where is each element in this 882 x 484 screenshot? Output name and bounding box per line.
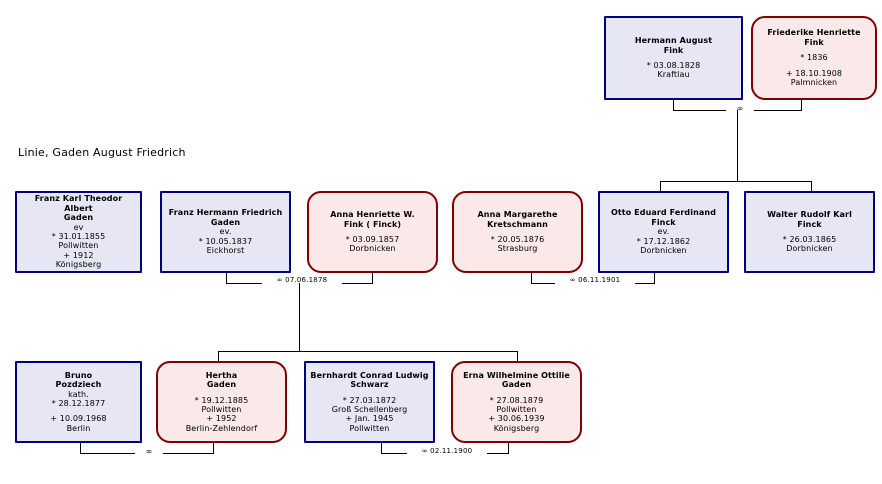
person-death: + 18.10.1908 bbox=[785, 68, 843, 78]
connector-drop-anna-henriette bbox=[372, 273, 373, 283]
connector-drop-bruno bbox=[80, 443, 81, 453]
person-death-place: Palmnicken bbox=[790, 78, 838, 88]
person-card-hermann-august-fink[interactable]: Hermann August Fink * 03.08.1828 Kraftla… bbox=[604, 16, 743, 100]
connector-drop-franz-hermann bbox=[226, 273, 227, 283]
person-card-anna-margarethe-kretschmann[interactable]: Anna Margarethe Kretschmann * 20.05.1876… bbox=[452, 191, 583, 273]
person-death-place: Berlin bbox=[66, 423, 91, 433]
person-name-line1: Hertha bbox=[205, 370, 238, 380]
person-name-line2: Finck bbox=[797, 219, 822, 229]
person-card-bruno-pozdziech[interactable]: Bruno Pozdziech kath. * 28.12.1877 + 10.… bbox=[15, 361, 142, 443]
person-birth: * 19.12.1885 bbox=[194, 395, 249, 405]
person-death: + 10.09.1968 bbox=[50, 414, 107, 424]
person-name-line2: Finck bbox=[651, 217, 676, 227]
person-card-friederike-henriette-fink[interactable]: Friederike Henriette Fink * 1836 + 18.10… bbox=[751, 16, 877, 100]
person-name-line1: Hermann August bbox=[634, 36, 713, 46]
connector-child-erna bbox=[517, 351, 518, 361]
connector-sibling-bar-gen2 bbox=[660, 181, 812, 182]
line-title: Linie, Gaden August Friedrich bbox=[18, 146, 186, 159]
person-name-line2: Fink bbox=[663, 45, 684, 55]
person-name-line2: Gaden bbox=[206, 380, 237, 390]
person-death: + 1912 bbox=[63, 250, 94, 260]
marriage-label-pozdziech-gaden: ∞ bbox=[135, 447, 163, 456]
person-birth-place: Pollwitten bbox=[201, 405, 242, 414]
person-name-line1: Franz Karl Theodor Albert bbox=[34, 194, 123, 213]
person-card-otto-eduard-ferdinand-finck[interactable]: Otto Eduard Ferdinand Finck ev. * 17.12.… bbox=[598, 191, 729, 273]
person-name-line2: Fink ( Finck) bbox=[343, 219, 402, 229]
connector-child-walter bbox=[811, 181, 812, 191]
person-birth-place: Kraftlau bbox=[657, 70, 690, 80]
person-name-line1: Anna Henriette W. bbox=[330, 210, 415, 220]
person-birth-place: Eickhorst bbox=[206, 246, 245, 256]
person-name-line1: Anna Margarethe bbox=[477, 210, 558, 220]
connector-drop-hermann bbox=[673, 100, 674, 110]
connector-child-otto bbox=[660, 181, 661, 191]
person-birth-place: Groß Schellenberg bbox=[331, 405, 408, 414]
person-birth: * 31.01.1855 bbox=[51, 232, 106, 241]
connector-descend-gen2-gen3 bbox=[299, 283, 300, 351]
person-death-place: Pollwitten bbox=[349, 423, 390, 433]
person-card-walter-rudolf-karl-finck[interactable]: Walter Rudolf Karl Finck * 26.03.1865 Do… bbox=[744, 191, 875, 273]
connector-drop-otto bbox=[654, 273, 655, 283]
person-name-line1: Bruno bbox=[64, 370, 93, 380]
person-name-line2: Schwarz bbox=[350, 380, 389, 390]
person-name-line2: Pozdziech bbox=[55, 380, 102, 390]
connector-sibling-bar-gen3 bbox=[218, 351, 518, 352]
person-death-place: Königsberg bbox=[493, 423, 540, 433]
person-name-line2: Kretschmann bbox=[487, 219, 548, 229]
person-name-line1: Otto Eduard Ferdinand bbox=[610, 208, 717, 218]
person-birth-place: Strasburg bbox=[497, 244, 538, 254]
connector-drop-anna-margarethe bbox=[531, 273, 532, 283]
person-death: + 30.06.1939 bbox=[488, 414, 545, 424]
person-name-line2: Fink bbox=[804, 37, 824, 47]
person-death: + Jan. 1945 bbox=[345, 414, 394, 424]
person-death: + 1952 bbox=[206, 414, 237, 424]
connector-drop-bernhardt bbox=[381, 443, 382, 453]
person-name-line1: Franz Hermann Friedrich bbox=[168, 208, 283, 218]
person-card-hertha-gaden[interactable]: Hertha Gaden * 19.12.1885 Pollwitten + 1… bbox=[156, 361, 287, 443]
person-religion: kath. bbox=[68, 389, 89, 399]
person-death-place: Königsberg bbox=[55, 260, 102, 270]
person-religion: ev. bbox=[219, 227, 232, 237]
person-card-erna-wilhelmine-ottilie-gaden[interactable]: Erna Wilhelmine Ottilie Gaden * 27.08.18… bbox=[451, 361, 582, 443]
person-birth: * 03.08.1828 bbox=[646, 61, 701, 70]
person-birth: * 1836 bbox=[800, 53, 828, 63]
person-name-line2: Gaden bbox=[63, 213, 94, 223]
person-religion: ev bbox=[73, 222, 84, 232]
person-name-line1: Erna Wilhelmine Ottilie bbox=[463, 370, 570, 380]
person-birth-place: Dorbnicken bbox=[349, 244, 396, 254]
person-name-line2: Gaden bbox=[501, 380, 532, 390]
person-birth: * 26.03.1865 bbox=[782, 235, 837, 244]
connector-drop-friederike bbox=[801, 100, 802, 110]
person-birth: * 17.12.1862 bbox=[636, 236, 691, 246]
person-name-line2: Gaden bbox=[210, 217, 241, 227]
person-name-line1: Friederike Henriette bbox=[767, 28, 861, 38]
person-death-place: Berlin-Zehlendorf bbox=[185, 423, 258, 433]
connector-drop-erna bbox=[508, 443, 509, 453]
person-birth-place: Dorbnicken bbox=[640, 246, 687, 256]
person-birth: * 27.08.1879 bbox=[489, 395, 544, 405]
person-name-line1: Bernhardt Conrad Ludwig bbox=[310, 370, 429, 380]
person-card-anna-henriette-w-fink[interactable]: Anna Henriette W. Fink ( Finck) * 03.09.… bbox=[307, 191, 438, 273]
person-birth: * 03.09.1857 bbox=[345, 235, 400, 244]
person-birth: * 28.12.1877 bbox=[51, 399, 106, 408]
marriage-label-schwarz-gaden: ∞ 02.11.1900 bbox=[407, 447, 487, 456]
person-card-franz-karl-theodor-albert-gaden[interactable]: Franz Karl Theodor Albert Gaden ev * 31.… bbox=[15, 191, 142, 273]
person-card-franz-hermann-friedrich-gaden[interactable]: Franz Hermann Friedrich Gaden ev. * 10.0… bbox=[160, 191, 291, 273]
person-birth: * 20.05.1876 bbox=[490, 235, 545, 244]
person-birth-place: Dorbnicken bbox=[786, 244, 833, 254]
person-birth: * 10.05.1837 bbox=[198, 236, 253, 246]
connector-drop-hertha bbox=[213, 443, 214, 453]
person-birth: * 27.03.1872 bbox=[342, 395, 397, 405]
connector-descend-gen1-gen2 bbox=[737, 110, 738, 181]
marriage-label-kretschmann-finck: ∞ 06.11.1901 bbox=[555, 276, 635, 285]
marriage-label-gen1: ∞ bbox=[726, 104, 754, 113]
person-birth-place: Pollwitten bbox=[496, 405, 537, 414]
person-card-bernhardt-conrad-ludwig-schwarz[interactable]: Bernhardt Conrad Ludwig Schwarz * 27.03.… bbox=[304, 361, 435, 443]
person-religion: ev. bbox=[657, 227, 670, 237]
person-birth-place: Pollwitten bbox=[58, 241, 99, 251]
marriage-label-gaden-fink: ∞ 07.06.1878 bbox=[262, 276, 342, 285]
person-name-line1: Walter Rudolf Karl bbox=[767, 210, 852, 220]
connector-child-hertha bbox=[218, 351, 219, 361]
